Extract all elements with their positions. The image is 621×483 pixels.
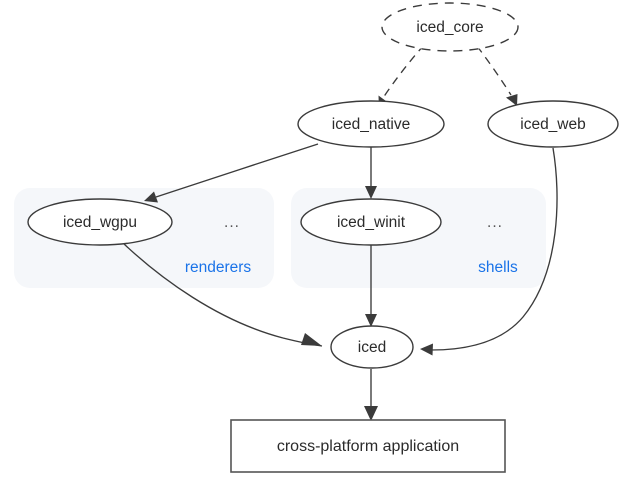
edge-iced-core-to-iced-web-line — [476, 45, 512, 96]
node-iced-wgpu[interactable]: iced_wgpu — [27, 198, 173, 246]
edge-iced-to-application — [364, 369, 378, 421]
node-iced-label: iced — [358, 339, 386, 356]
edge-iced-web-to-iced-arrowhead — [420, 343, 433, 356]
edge-iced-wgpu-to-iced-line — [122, 242, 284, 339]
node-iced-native-shape[interactable] — [297, 100, 445, 148]
edge-iced-native-to-iced-wgpu-arrowhead — [144, 191, 158, 203]
edge-iced-core-to-iced-native — [378, 44, 425, 110]
node-application[interactable]: cross-platform application — [230, 419, 506, 473]
node-iced-native-label: iced_native — [332, 116, 410, 133]
edge-iced-core-to-iced-native-line — [382, 44, 425, 99]
cluster-renderers-ellipsis: ... — [224, 214, 240, 231]
node-iced-winit-label: iced_winit — [337, 214, 406, 231]
node-iced-web[interactable]: iced_web — [487, 100, 619, 148]
edge-iced-native-to-iced-winit — [365, 147, 377, 199]
node-iced-web-label: iced_web — [520, 116, 586, 133]
node-iced-wgpu-shape[interactable] — [27, 198, 173, 246]
node-iced-wgpu-label: iced_wgpu — [63, 214, 137, 231]
edge-iced-native-to-iced-wgpu — [144, 143, 319, 203]
node-iced-winit-shape[interactable] — [300, 198, 442, 246]
node-iced-web-shape[interactable] — [487, 100, 619, 148]
edge-iced-web-to-iced-line — [430, 147, 558, 351]
edge-iced-native-to-iced-wgpu-line — [155, 143, 319, 198]
node-iced-shape[interactable] — [330, 325, 414, 369]
node-iced-core-label: iced_core — [416, 19, 483, 36]
edge-iced-wgpu-to-iced — [122, 242, 323, 347]
node-application-label: cross-platform application — [277, 438, 459, 455]
edge-iced-winit-to-iced-arrowhead — [365, 314, 377, 327]
edge-iced-web-to-iced — [420, 147, 558, 356]
edge-iced-native-to-iced-winit-arrowhead — [365, 186, 377, 199]
edge-iced-core-to-iced-web-arrowhead — [506, 94, 518, 106]
node-iced-core-shape[interactable] — [381, 2, 519, 52]
cluster-shells-ellipsis: ... — [487, 214, 503, 231]
node-application-shape[interactable] — [230, 419, 506, 473]
node-iced-winit[interactable]: iced_winit — [300, 198, 442, 246]
edge-iced-winit-to-iced — [365, 244, 377, 327]
cluster-renderers-label: renderers — [185, 259, 252, 276]
node-iced-core[interactable]: iced_core — [381, 2, 519, 52]
node-iced[interactable]: iced — [330, 325, 414, 369]
cluster-shells-label: shells — [478, 259, 518, 276]
edge-iced-core-to-iced-web — [476, 45, 518, 106]
edge-iced-to-application-arrowhead — [364, 406, 378, 421]
edge-iced-wgpu-to-iced-line-tail — [282, 337, 323, 347]
node-iced-native[interactable]: iced_native — [297, 100, 445, 148]
